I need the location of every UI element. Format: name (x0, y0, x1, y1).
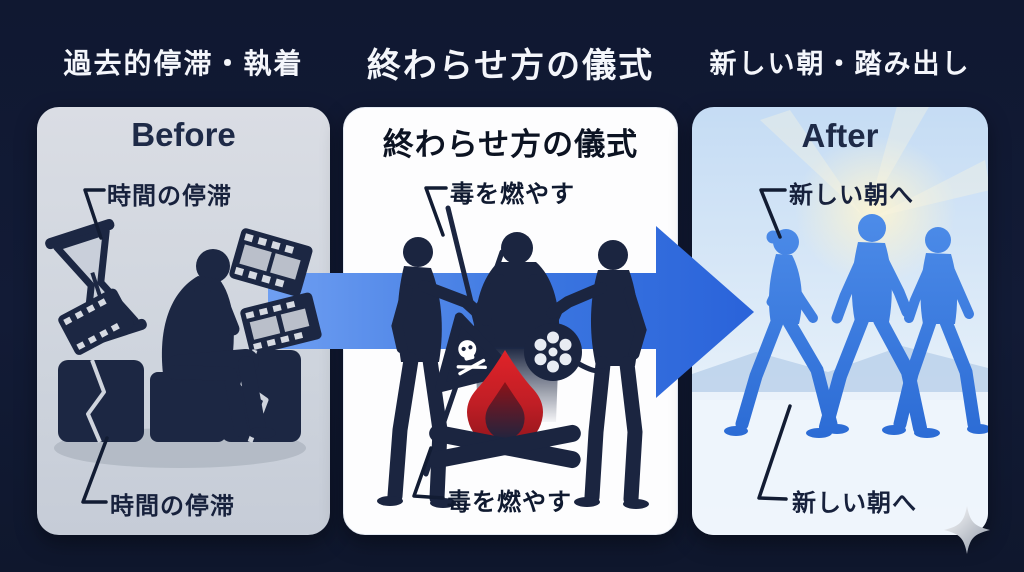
campfire-icon (429, 350, 581, 469)
film-strip-icon (240, 292, 322, 355)
film-strip-icon (58, 288, 134, 355)
header-ritual-stage: 終わらせ方の儀式 (366, 47, 655, 85)
seat-block (150, 372, 226, 442)
film-strip-icon (229, 228, 313, 297)
walking-people (724, 214, 988, 438)
figure-right (546, 240, 649, 509)
ritual-title: 終わらせ方の儀式 (382, 127, 639, 162)
pointer-line (757, 404, 792, 501)
pointer-line (81, 436, 109, 504)
label-time-stagnation-top: 時間の停滞 (107, 183, 232, 210)
walking-man (882, 227, 988, 435)
label-burn-poison-bottom: 毒を燃やす (447, 489, 572, 516)
header-after-stage: 新しい朝・踏み出し (709, 49, 971, 79)
pointer-line (83, 188, 106, 240)
header-before-stage: 過去的停滞・執着 (63, 48, 304, 79)
broken-block-icon (58, 359, 144, 443)
label-new-morning-bottom: 新しい朝へ (792, 490, 917, 517)
despair-person (161, 249, 276, 439)
label-burn-poison-top: 毒を燃やす (450, 181, 575, 208)
sparkle-icon (944, 506, 990, 554)
label-time-stagnation-bottom: 時間の停滞 (110, 493, 235, 520)
label-new-morning-top: 新しい朝へ (789, 182, 914, 209)
before-title: Before (131, 116, 236, 153)
after-title: After (801, 117, 879, 154)
pointer-line (424, 186, 448, 237)
pointer-line (412, 446, 445, 500)
pointer-line (759, 188, 787, 239)
sun-ray-icon (760, 107, 988, 218)
film-reel-icon (524, 323, 607, 381)
walking-woman (724, 229, 849, 436)
